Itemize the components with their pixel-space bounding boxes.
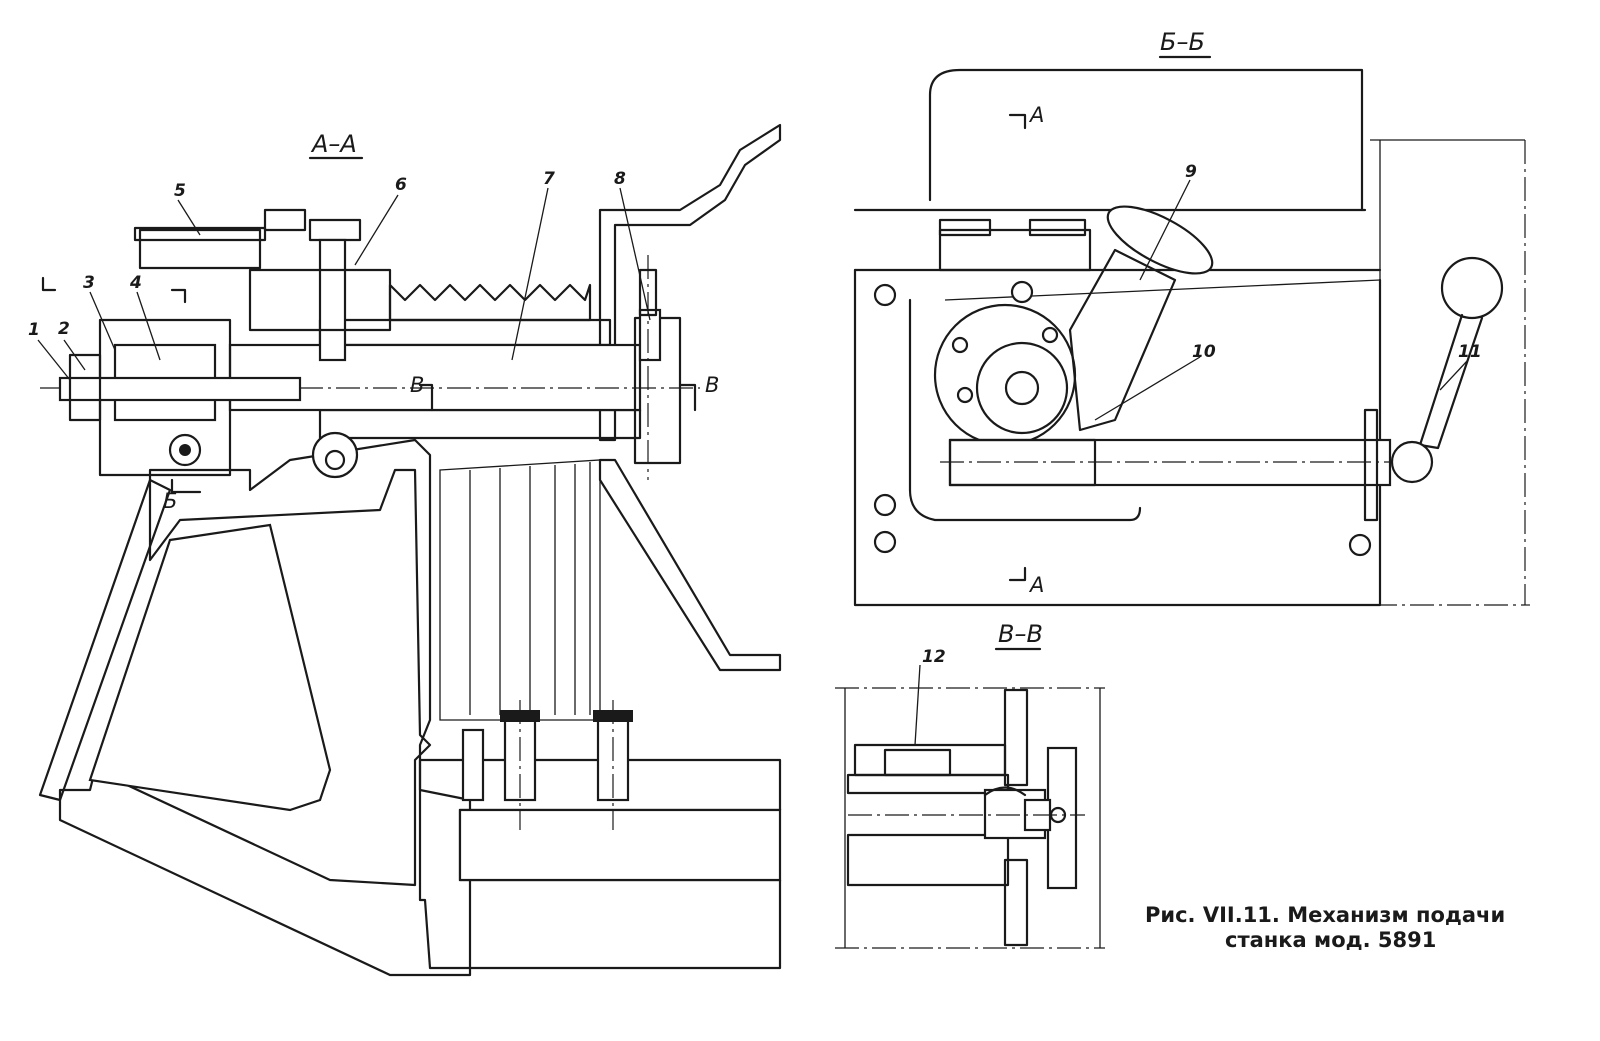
knob-a xyxy=(263,208,307,232)
section-bb-view xyxy=(853,68,1530,607)
cut-letter-v-right: В xyxy=(705,373,719,397)
callout-2: 2 xyxy=(58,319,70,339)
casting-window xyxy=(88,523,332,812)
screw-sleeve xyxy=(318,318,612,347)
section-vv-view xyxy=(835,664,1105,949)
nut-left xyxy=(68,353,102,422)
callout-1: 1 xyxy=(28,320,40,340)
handle-11-rod xyxy=(1418,313,1484,450)
knob-b xyxy=(308,218,362,242)
flange-nut xyxy=(638,308,662,362)
housing-body xyxy=(58,438,472,977)
callout-11: 11 xyxy=(1458,342,1482,362)
cut-letter-a-bottom: А xyxy=(1028,573,1044,597)
caption-line-1: Рис. VII.11. Механизм подачи xyxy=(1145,903,1505,927)
bb-frame xyxy=(853,268,1382,607)
dial-5 xyxy=(138,228,262,270)
bellows xyxy=(388,283,592,322)
bolts-bottom xyxy=(461,700,633,830)
vv-slide-upper xyxy=(846,773,1010,795)
cut-letter-a-top: А xyxy=(1028,103,1044,127)
callout-12: 12 xyxy=(922,647,946,667)
leaders-bb xyxy=(1094,179,1469,421)
vv-wall xyxy=(1003,688,1029,787)
leaders-aa xyxy=(37,187,651,381)
bb-dial xyxy=(938,228,1092,272)
plates xyxy=(439,459,601,721)
vv-slide-lower xyxy=(846,833,1010,887)
callout-5: 5 xyxy=(174,181,186,201)
column xyxy=(598,123,782,442)
callout-10: 10 xyxy=(1192,342,1216,362)
section-vv-title: В–В xyxy=(998,620,1043,648)
section-aa-view xyxy=(37,123,782,977)
support-rib xyxy=(38,478,172,802)
right-wall xyxy=(598,458,782,672)
bb-housing-top xyxy=(928,68,1364,212)
bb-holes xyxy=(873,280,1372,557)
cut-letter-b-lower: Б xyxy=(163,489,177,513)
callout-8: 8 xyxy=(614,169,626,189)
section-bb-title: Б–Б xyxy=(1160,28,1205,56)
detent-6 xyxy=(318,238,347,362)
section-aa-title: А–А xyxy=(310,130,357,158)
handle-11-ball xyxy=(1440,256,1504,320)
callout-4: 4 xyxy=(129,273,142,293)
cut-letter-v-left: В xyxy=(410,373,424,397)
shaft-left xyxy=(58,376,302,402)
lever-9 xyxy=(1068,248,1177,432)
screw-sleeve-lower xyxy=(318,408,642,440)
callout-6: 6 xyxy=(395,175,407,195)
callout-7: 7 xyxy=(543,169,555,189)
bottom-slide-inner xyxy=(458,808,782,882)
callout-3: 3 xyxy=(83,273,95,293)
caption-line-2: станка мод. 5891 xyxy=(1225,928,1436,952)
callout-9: 9 xyxy=(1185,162,1197,182)
